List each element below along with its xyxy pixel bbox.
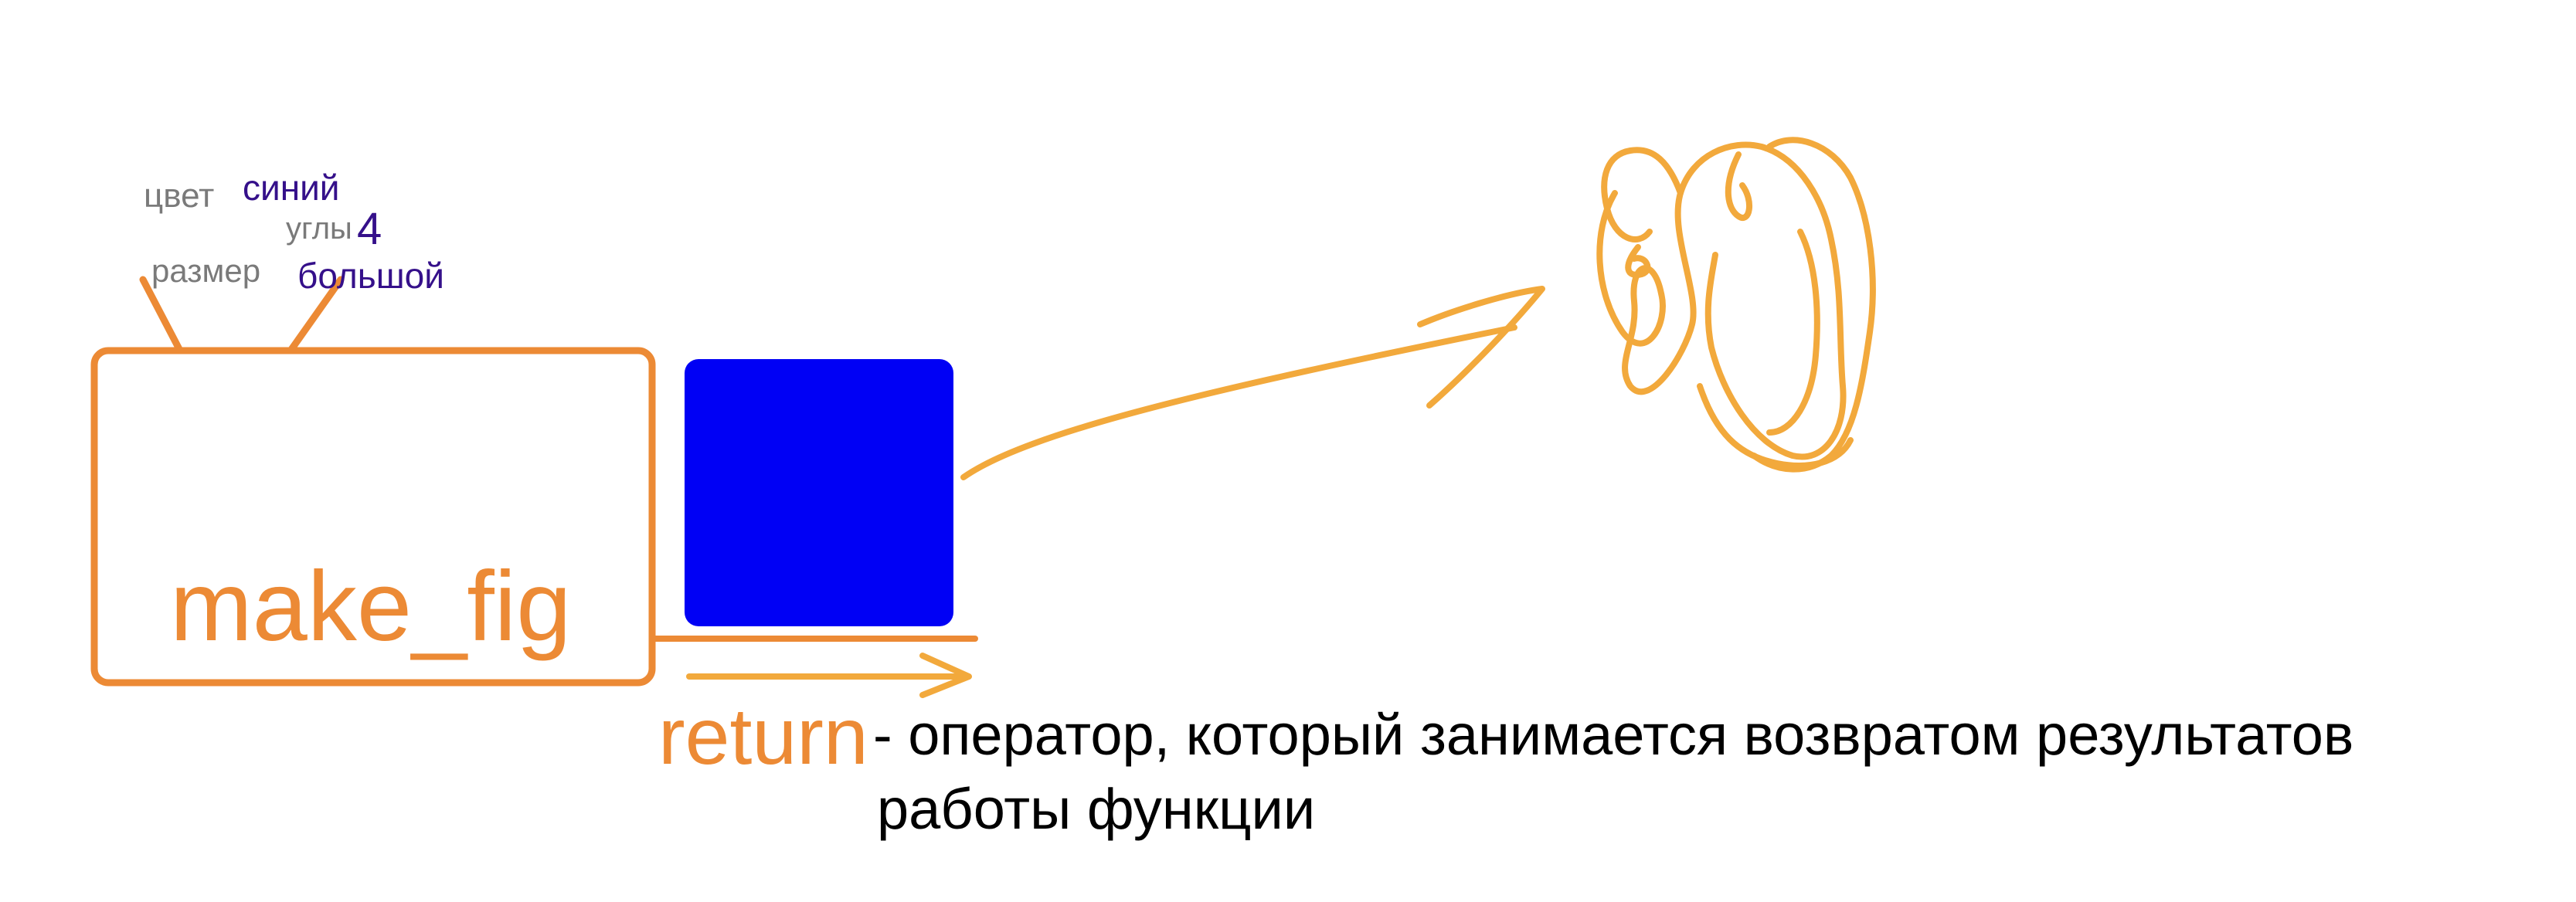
param-label-size: размер	[151, 253, 261, 289]
param-stroke-right	[287, 276, 345, 354]
scribble-blob	[1596, 137, 1876, 473]
param-stroke-left	[139, 276, 184, 354]
param-value-color: синий	[243, 168, 340, 208]
param-label-color: цвет	[144, 177, 215, 215]
return-arrow	[686, 653, 972, 698]
handdrawn-arrow	[960, 286, 1545, 480]
param-value-size: большой	[297, 256, 444, 296]
param-value-corners: 4	[357, 204, 382, 254]
function-box	[90, 347, 656, 687]
return-description-line1: - оператор, который занимается возвратом…	[873, 703, 2354, 767]
result-blue-square	[685, 359, 953, 626]
return-keyword: return	[658, 692, 868, 782]
return-description-line2: работы функции	[877, 777, 1316, 841]
function-name-label: make_fig	[170, 551, 572, 662]
param-label-corners: углы	[286, 212, 352, 246]
